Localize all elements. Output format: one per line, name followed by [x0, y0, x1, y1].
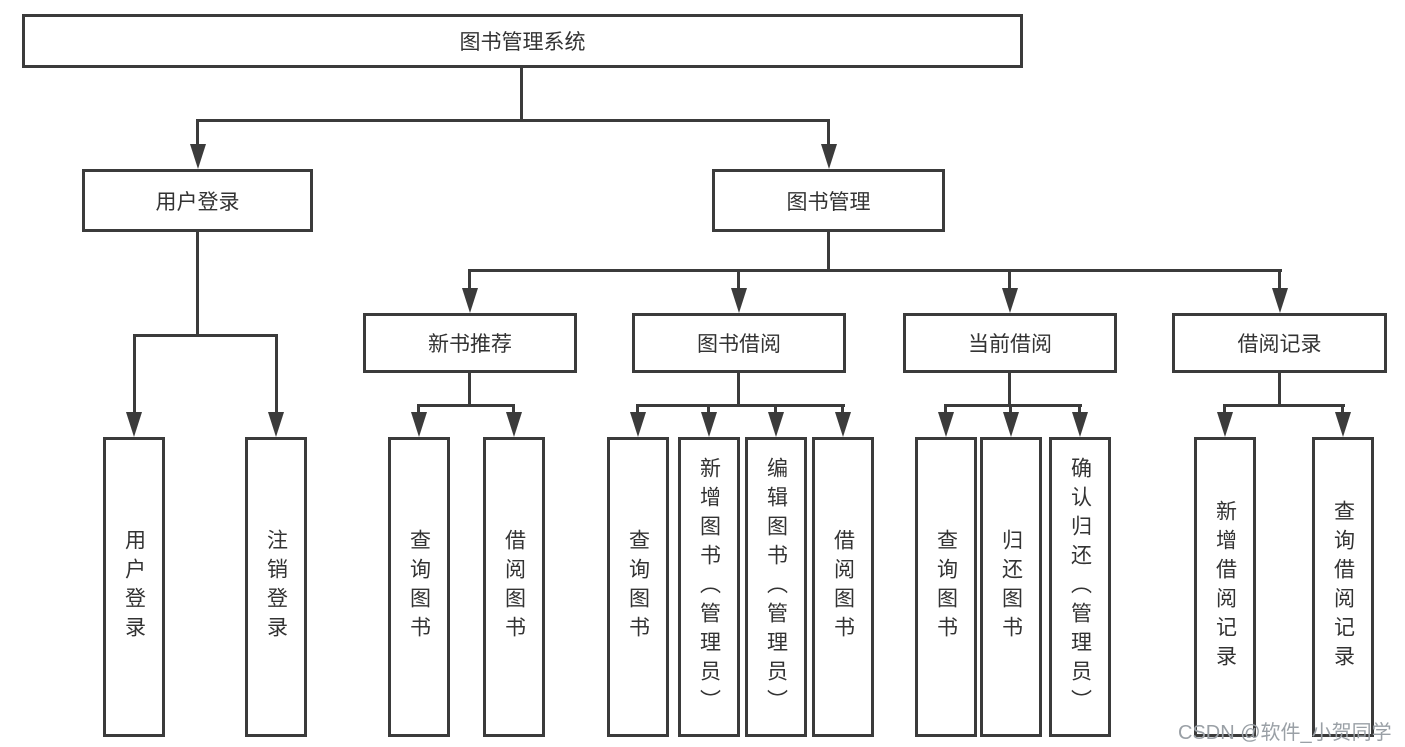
arrowhead-leaf-query-record	[1335, 412, 1351, 437]
arrowhead-leaf-return-book	[1003, 412, 1019, 437]
node-borrow-record-label: 借阅记录	[1237, 333, 1322, 356]
leaf-add-book-admin: 新增图书（管理员）	[678, 437, 740, 737]
connector-current-children-horizontal	[944, 404, 1082, 407]
csdn-watermark: CSDN @软件_小贺同学	[1178, 722, 1392, 744]
node-current-borrow-label: 当前借阅	[968, 333, 1052, 356]
arrowhead-leaf-query-rec	[411, 412, 427, 437]
node-user-login-label: 用户登录	[155, 190, 240, 214]
connector-user-login-stub	[196, 232, 199, 337]
leaf-edit-book-admin: 编辑图书（管理员）	[745, 437, 807, 737]
leaf-borrow-books-rec: 借阅图书	[483, 437, 545, 737]
leaf-logout-label: 注销登录	[264, 529, 288, 645]
connector-level1-horizontal	[196, 119, 830, 122]
connector-leaf-drop	[1078, 404, 1081, 416]
node-book-borrow-label: 图书借阅	[697, 333, 781, 356]
arrowhead-leaf-borrow-rec	[506, 412, 522, 437]
leaf-add-borrow-record: 新增借阅记录	[1194, 437, 1256, 737]
connector-level3-horizontal	[468, 269, 1282, 272]
connector-rec-children-horizontal	[417, 404, 515, 407]
connector-to-leaf-user-login	[133, 334, 136, 414]
node-root-label: 图书管理系统	[459, 31, 586, 54]
leaf-query-books-current-label: 查询图书	[934, 529, 958, 645]
leaf-query-books-rec: 查询图书	[388, 437, 450, 737]
connector-to-new-book-rec	[468, 269, 471, 291]
leaf-add-book-admin-label: 新增图书（管理员）	[697, 456, 721, 718]
connector-leaf-drop	[1009, 404, 1012, 416]
arrowhead-book-borrow	[731, 288, 747, 313]
leaf-borrow-books-rec-label: 借阅图书	[502, 529, 526, 645]
arrowhead-leaf-borrow-books	[835, 412, 851, 437]
connector-new-book-rec-stub	[468, 373, 471, 407]
connector-leaf-drop	[1223, 404, 1226, 416]
arrowhead-book-management	[821, 144, 837, 169]
leaf-query-borrow-record: 查询借阅记录	[1312, 437, 1374, 737]
connector-leaf-drop	[1341, 404, 1344, 416]
leaf-edit-book-admin-label: 编辑图书（管理员）	[764, 456, 788, 718]
connector-to-current-borrow	[1008, 269, 1011, 291]
leaf-confirm-return-admin-label: 确认归还（管理员）	[1068, 456, 1092, 718]
arrowhead-current-borrow	[1002, 288, 1018, 313]
arrowhead-new-book-rec	[462, 288, 478, 313]
connector-to-leaf-logout	[275, 334, 278, 414]
connector-user-login-horizontal	[133, 334, 278, 337]
leaf-return-book-label: 归还图书	[999, 529, 1023, 645]
leaf-user-login-label: 用户登录	[122, 529, 146, 645]
arrowhead-leaf-user-login	[126, 412, 142, 437]
connector-to-book-borrow	[737, 269, 740, 291]
node-borrow-record: 借阅记录	[1172, 313, 1387, 373]
leaf-confirm-return-admin: 确认归还（管理员）	[1049, 437, 1111, 737]
leaf-user-login: 用户登录	[103, 437, 165, 737]
leaf-query-books-borrow: 查询图书	[607, 437, 669, 737]
connector-leaf-drop	[944, 404, 947, 416]
connector-borrow-record-stub	[1278, 373, 1281, 407]
connector-leaf-drop	[417, 404, 420, 416]
connector-leaf-drop	[512, 404, 515, 416]
arrowhead-leaf-add-record	[1217, 412, 1233, 437]
connector-to-user-login	[196, 119, 199, 147]
connector-borrow-children-horizontal	[636, 404, 845, 407]
node-new-book-recommend-label: 新书推荐	[428, 333, 512, 356]
connector-leaf-drop	[774, 404, 777, 416]
arrowhead-leaf-confirm-return	[1072, 412, 1088, 437]
arrowhead-leaf-edit-book	[768, 412, 784, 437]
leaf-logout: 注销登录	[245, 437, 307, 737]
leaf-borrow-books: 借阅图书	[812, 437, 874, 737]
node-root: 图书管理系统	[22, 14, 1023, 68]
leaf-query-books-current: 查询图书	[915, 437, 977, 737]
leaf-query-books-borrow-label: 查询图书	[626, 529, 650, 645]
connector-leaf-drop	[841, 404, 844, 416]
leaf-return-book: 归还图书	[980, 437, 1042, 737]
connector-record-children-horizontal	[1223, 404, 1345, 407]
node-book-borrow: 图书借阅	[632, 313, 846, 373]
leaf-query-borrow-record-label: 查询借阅记录	[1331, 500, 1355, 674]
arrowhead-user-login	[190, 144, 206, 169]
connector-leaf-drop	[707, 404, 710, 416]
leaf-add-borrow-record-label: 新增借阅记录	[1213, 500, 1237, 674]
arrowhead-leaf-add-book	[701, 412, 717, 437]
arrowhead-leaf-logout	[268, 412, 284, 437]
node-new-book-recommend: 新书推荐	[363, 313, 577, 373]
connector-book-borrow-stub	[737, 373, 740, 407]
connector-leaf-drop	[636, 404, 639, 416]
connector-current-borrow-stub	[1008, 373, 1011, 407]
arrowhead-leaf-query-current	[938, 412, 954, 437]
connector-to-book-management	[827, 119, 830, 147]
connector-book-mgmt-stub	[827, 232, 830, 272]
node-book-management-label: 图书管理	[786, 190, 871, 214]
arrowhead-leaf-query-borrow	[630, 412, 646, 437]
arrowhead-borrow-record	[1272, 288, 1288, 313]
connector-to-borrow-record	[1278, 269, 1281, 291]
leaf-borrow-books-label: 借阅图书	[831, 529, 855, 645]
node-user-login: 用户登录	[82, 169, 313, 232]
leaf-query-books-rec-label: 查询图书	[407, 529, 431, 645]
connector-root-stub	[520, 68, 523, 122]
node-current-borrow: 当前借阅	[903, 313, 1117, 373]
node-book-management: 图书管理	[712, 169, 945, 232]
